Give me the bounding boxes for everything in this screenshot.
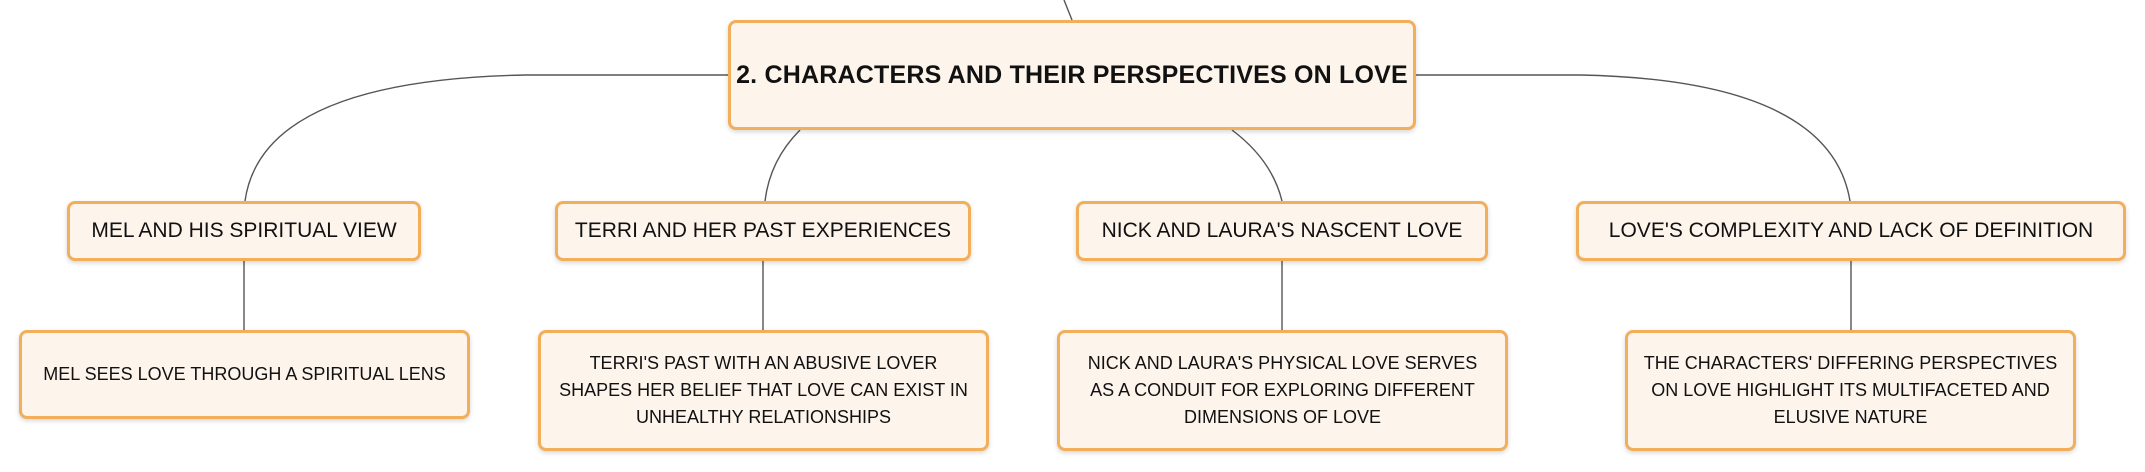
connector-root-to-complexity bbox=[1416, 74, 1851, 202]
topic-love-complexity[interactable]: LOVE'S COMPLEXITY AND LACK OF DEFINITION bbox=[1576, 201, 2126, 261]
connector-parent-to-root bbox=[1063, 0, 1073, 21]
topic-label: MEL AND HIS SPIRITUAL VIEW bbox=[91, 219, 397, 242]
connector-root-to-nick-laura bbox=[1231, 129, 1283, 202]
topic-label: LOVE'S COMPLEXITY AND LACK OF DEFINITION bbox=[1608, 219, 2094, 242]
connector-root-to-terri bbox=[764, 129, 801, 202]
connector-root-to-mel bbox=[244, 74, 728, 202]
subtopic-text: TERRI'S PAST WITH AN ABUSIVE LOVER SHAPE… bbox=[559, 353, 968, 427]
topic-mel-spiritual-view[interactable]: MEL AND HIS SPIRITUAL VIEW bbox=[67, 201, 421, 261]
topic-label: TERRI AND HER PAST EXPERIENCES bbox=[574, 219, 952, 242]
root-topic-label: 2. CHARACTERS AND THEIR PERSPECTIVES ON … bbox=[736, 60, 1408, 89]
topic-nick-laura-nascent-love[interactable]: NICK AND LAURA'S NASCENT LOVE bbox=[1076, 201, 1488, 261]
subtopic-text: THE CHARACTERS' DIFFERING PERSPECTIVES O… bbox=[1643, 353, 2058, 427]
root-topic[interactable]: 2. CHARACTERS AND THEIR PERSPECTIVES ON … bbox=[728, 20, 1416, 130]
topic-label: NICK AND LAURA'S NASCENT LOVE bbox=[1101, 219, 1463, 242]
subtopic-nick-laura-detail[interactable]: NICK AND LAURA'S PHYSICAL LOVE SERVES AS… bbox=[1057, 330, 1508, 451]
topic-terri-past-experiences[interactable]: TERRI AND HER PAST EXPERIENCES bbox=[555, 201, 971, 261]
subtopic-mel-detail[interactable]: MEL SEES LOVE THROUGH A SPIRITUAL LENS bbox=[19, 330, 470, 419]
subtopic-text: NICK AND LAURA'S PHYSICAL LOVE SERVES AS… bbox=[1087, 353, 1478, 427]
subtopic-text: MEL SEES LOVE THROUGH A SPIRITUAL LENS bbox=[43, 364, 446, 384]
subtopic-complexity-detail[interactable]: THE CHARACTERS' DIFFERING PERSPECTIVES O… bbox=[1625, 330, 2076, 451]
subtopic-terri-detail[interactable]: TERRI'S PAST WITH AN ABUSIVE LOVER SHAPE… bbox=[538, 330, 989, 451]
